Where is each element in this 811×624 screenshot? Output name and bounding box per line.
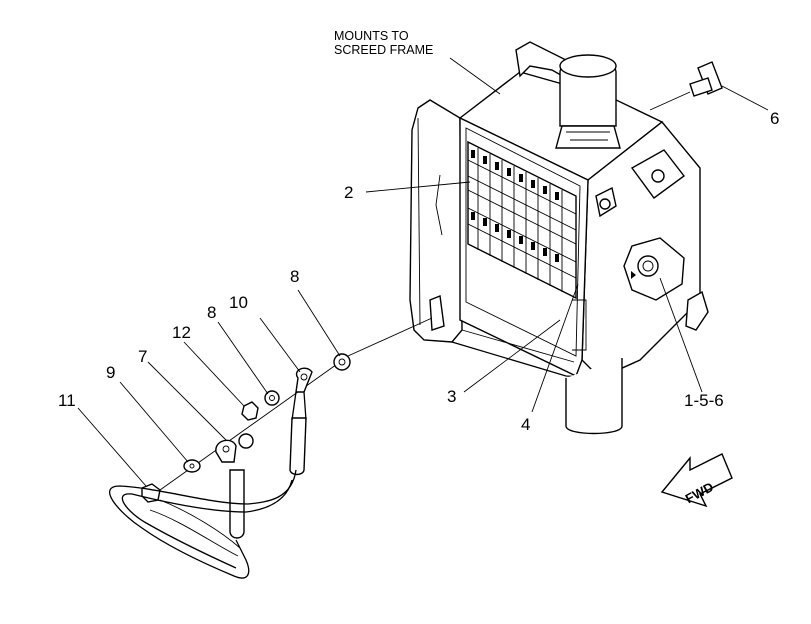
callout-3: 3 [447,387,456,406]
junction-box [409,41,709,435]
callout-7: 7 [138,347,147,366]
mounting-note-line1: MOUNTS TO [334,29,409,43]
callout-12: 12 [172,323,191,342]
callout-8-right: 8 [290,267,299,286]
screw [649,61,723,111]
callout-8-left: 8 [207,303,216,322]
leader-lines [77,57,769,487]
callout-11: 11 [58,391,76,410]
mounting-note-line2: SCREED FRAME [334,43,433,57]
forward-arrow-icon: FWD [660,453,733,508]
terminal-strip [467,140,577,300]
callout-10: 10 [229,293,248,312]
callout-4: 4 [521,415,530,434]
callout-1-5-6: 1-5-6 [684,391,724,410]
callout-6: 6 [770,109,779,128]
callout-2: 2 [344,183,353,202]
callout-9: 9 [106,363,115,382]
ground-wire-hardware [108,317,433,579]
